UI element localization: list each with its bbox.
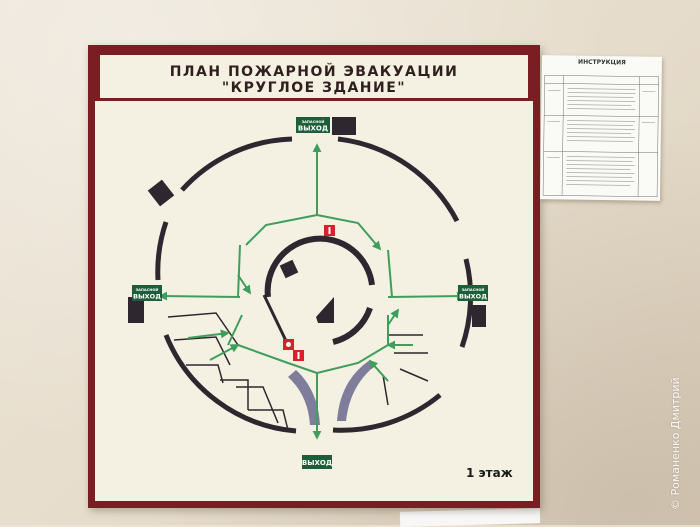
exit-sign-left-label: ВЫХОД — [133, 293, 161, 301]
exit-sign-left-small: ЗАПАСНОЙ — [136, 287, 159, 292]
plan-drawing: ЗАПАСНОЙ ВЫХОД ЗАПАСНОЙ ВЫХОД ЗАПАСНОЙ В… — [88, 45, 540, 508]
photo-watermark: © Романенко Дмитрий — [669, 360, 683, 510]
instructions-table — [540, 55, 662, 201]
plan-title-line1: ПЛАН ПОЖАРНОЙ ЭВАКУАЦИИ — [88, 64, 540, 80]
fire-extinguisher-icon — [293, 350, 304, 361]
exit-sign-top: ЗАПАСНОЙ ВЫХОД — [296, 117, 330, 133]
exit-sign-right: ЗАПАСНОЙ ВЫХОД — [458, 285, 488, 301]
floor-label: 1 этаж — [466, 466, 513, 480]
exit-sign-right-label: ВЫХОД — [459, 293, 487, 301]
exit-sign-top-label: ВЫХОД — [298, 125, 328, 133]
bottom-paper — [400, 508, 540, 527]
instructions-sheet: ИНСТРУКЦИЯ — [540, 55, 662, 201]
exit-sign-top-small: ЗАПАСНОЙ — [302, 119, 325, 124]
evacuation-plan-board: ЗАПАСНОЙ ВЫХОД ЗАПАСНОЙ ВЫХОД ЗАПАСНОЙ В… — [88, 45, 540, 508]
exit-sign-right-small: ЗАПАСНОЙ — [462, 287, 485, 292]
fire-extinguisher-icon — [324, 225, 335, 236]
fire-alarm-icon — [283, 339, 294, 350]
exit-sign-left: ЗАПАСНОЙ ВЫХОД — [132, 285, 162, 301]
exit-sign-bottom: ВЫХОД — [302, 455, 332, 469]
exit-sign-bottom-label: ВЫХОД — [302, 459, 332, 467]
plan-title-line2: "КРУГЛОЕ ЗДАНИЕ" — [88, 80, 540, 96]
